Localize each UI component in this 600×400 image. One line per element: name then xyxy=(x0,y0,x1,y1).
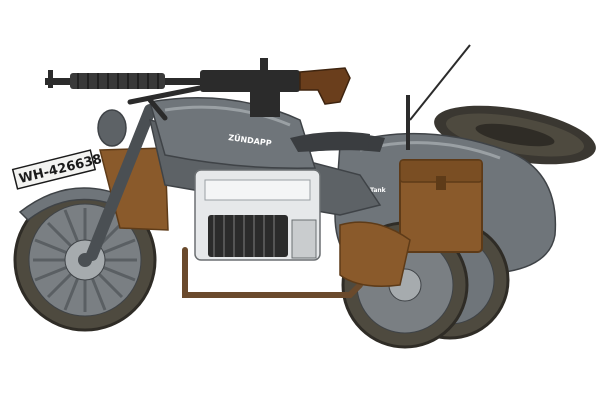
rear-leather-cover xyxy=(339,221,411,287)
sidecar-marking: Tank xyxy=(370,187,387,194)
fender-marking: L.Tank xyxy=(74,171,98,182)
machine-gun xyxy=(45,58,351,117)
engine xyxy=(194,169,321,261)
pannier-bag xyxy=(399,95,483,253)
license-plate: WH-426638 xyxy=(11,149,104,190)
exhaust-pipe xyxy=(182,247,363,298)
rider-seat xyxy=(290,131,370,152)
front-fork xyxy=(86,104,156,261)
antenna xyxy=(409,44,471,121)
headlight xyxy=(97,109,127,147)
